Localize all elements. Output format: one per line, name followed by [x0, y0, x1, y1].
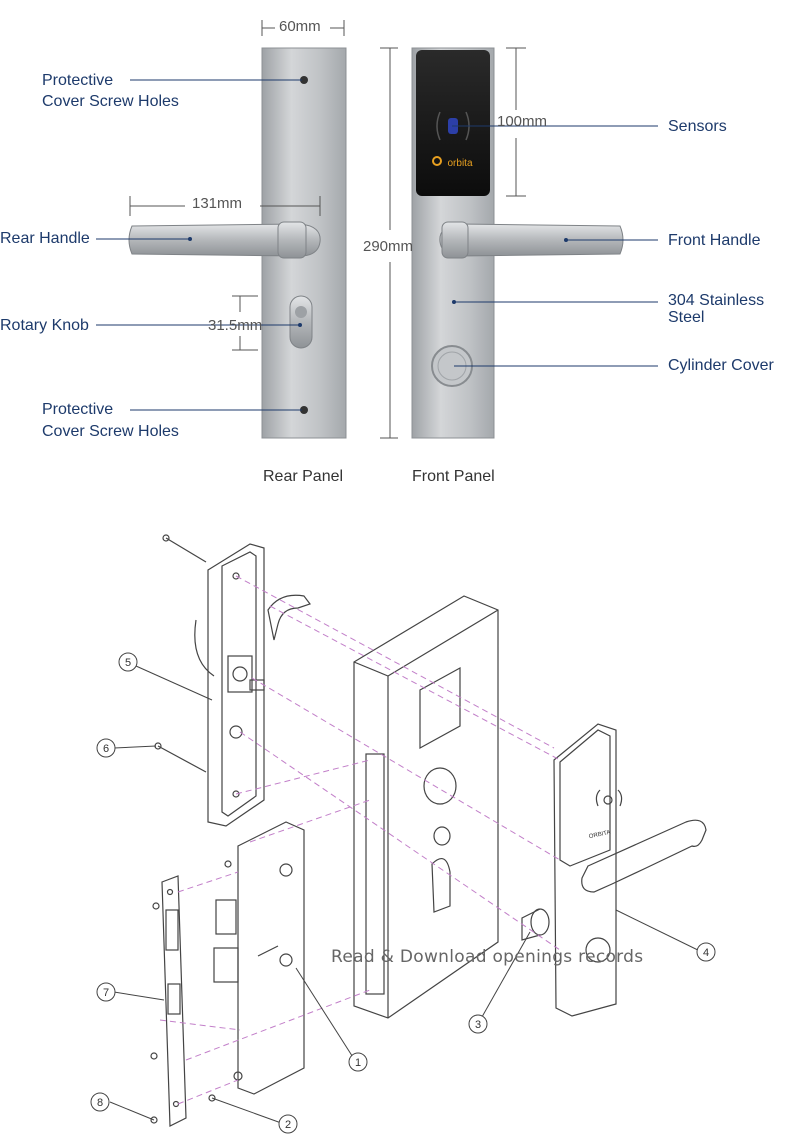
stainless-label-1: 304 Stainless	[668, 292, 765, 309]
front-escutcheon	[553, 723, 707, 1017]
screw-hole-top	[300, 76, 308, 84]
dimension-handle-length: 131mm	[192, 195, 243, 212]
protective-cover-label-bottom-1: Protective	[42, 401, 114, 418]
callouts	[90, 652, 716, 1134]
leader-lines	[96, 79, 658, 411]
reader-logo: ORBITA	[588, 830, 611, 840]
cylinder	[521, 908, 550, 941]
cylinder-cover	[431, 345, 473, 387]
exploded-view	[150, 534, 707, 1127]
front-panel	[411, 47, 624, 439]
callout-6: 6	[103, 743, 109, 755]
protective-cover-label-top-1: Protective	[42, 72, 114, 89]
rear-handle-label: Rear Handle	[0, 230, 90, 247]
rear-panel	[128, 47, 347, 439]
dimension-lines	[129, 20, 526, 439]
callout-1: 1	[355, 1057, 361, 1069]
rear-handle	[128, 221, 321, 259]
rear-panel-caption: Rear Panel	[263, 468, 344, 485]
rear-escutcheon	[194, 543, 311, 827]
callout-3: 3	[475, 1019, 481, 1031]
alignment-guides	[159, 575, 561, 1105]
protective-cover-label-top-2: Cover Screw Holes	[42, 93, 179, 110]
callout-7: 7	[103, 987, 109, 999]
front-panel-caption: Front Panel	[412, 468, 495, 485]
sensors-label: Sensors	[668, 118, 727, 135]
dimension-height: 290mm	[363, 238, 414, 255]
brand-name: orbita	[447, 158, 472, 169]
rotary-knob	[289, 295, 313, 349]
brand-logo-icon	[432, 156, 442, 166]
cylinder-cover-label: Cylinder Cover	[668, 357, 774, 374]
dimension-width: 60mm	[279, 18, 321, 35]
front-handle	[439, 221, 624, 259]
callout-5: 5	[125, 657, 131, 669]
screw-hole-bottom	[300, 406, 308, 414]
callout-2: 2	[285, 1119, 291, 1131]
rotary-knob-label: Rotary Knob	[0, 317, 89, 334]
front-handle-label: Front Handle	[668, 232, 761, 249]
stainless-label-2: Steel	[668, 309, 705, 326]
dimension-reader-height: 100mm	[497, 113, 548, 130]
callout-8: 8	[97, 1097, 103, 1109]
callout-4: 4	[703, 947, 709, 959]
face-plate	[161, 875, 187, 1127]
door-block	[353, 595, 499, 1019]
protective-cover-label-bottom-2: Cover Screw Holes	[42, 423, 179, 440]
screw-2	[157, 745, 207, 773]
watermark-text: Read & Download openings records	[331, 947, 644, 967]
mortise-body	[213, 821, 305, 1095]
screw-1	[165, 537, 207, 563]
dimension-knob: 31.5mm	[208, 317, 263, 334]
